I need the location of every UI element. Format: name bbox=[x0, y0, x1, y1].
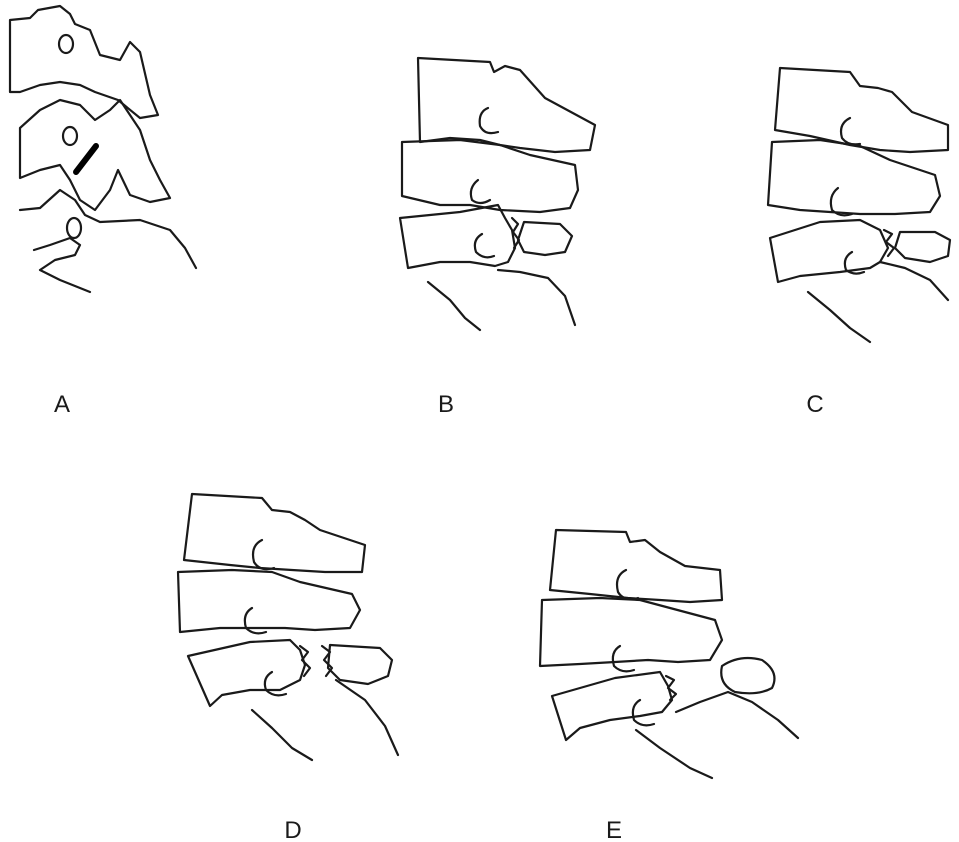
panel-b-spinous-3 bbox=[518, 222, 572, 255]
panel-b-sacrum bbox=[428, 270, 575, 330]
panel-c-drawing bbox=[768, 68, 950, 342]
panel-d-sacrum bbox=[252, 680, 398, 760]
panel-d-pars-defect bbox=[300, 646, 310, 676]
panel-e-facet-2 bbox=[613, 646, 634, 671]
panel-b-drawing bbox=[400, 58, 595, 330]
panel-d-vertebra-1 bbox=[184, 494, 365, 572]
panel-e-facet-1 bbox=[617, 570, 638, 599]
panel-d-spinous-3 bbox=[328, 645, 392, 684]
panel-b-vertebra-1 bbox=[418, 58, 595, 152]
panel-d-vertebra-2 bbox=[178, 570, 360, 632]
panel-a-vertebra-3 bbox=[20, 190, 196, 268]
panel-c-facet-2 bbox=[831, 188, 852, 215]
panel-a-foramen-3 bbox=[67, 218, 81, 238]
panel-d-facet-1 bbox=[253, 540, 274, 569]
panel-c-vertebra-1 bbox=[775, 68, 948, 152]
panel-a-pars-defect bbox=[76, 146, 96, 172]
panel-label-d: D bbox=[284, 817, 301, 842]
panel-e-spinous-3 bbox=[721, 658, 774, 693]
panel-a-vertebra-1 bbox=[10, 6, 158, 118]
panel-label-a: A bbox=[54, 391, 70, 418]
panel-b-vertebra-3 bbox=[400, 205, 515, 268]
panel-a-foramen-2 bbox=[63, 127, 77, 145]
panel-d-facet-3 bbox=[265, 672, 286, 695]
panel-e-sacrum bbox=[636, 692, 798, 778]
panel-b-facet-2 bbox=[471, 180, 490, 203]
panel-d-vertebra-3 bbox=[188, 640, 305, 706]
panel-a-drawing bbox=[10, 6, 196, 292]
panel-e-drawing bbox=[540, 530, 798, 778]
panel-label-b: B bbox=[438, 391, 454, 418]
panel-e-facet-3 bbox=[633, 700, 654, 725]
panel-c-spinous-3 bbox=[895, 232, 950, 262]
panel-b-pars-defect bbox=[512, 218, 519, 248]
panel-b-facet-1 bbox=[480, 108, 498, 133]
panel-label-e: E bbox=[606, 817, 622, 842]
panel-label-c: C bbox=[806, 391, 823, 418]
panel-e-vertebra-2 bbox=[540, 598, 722, 666]
panel-e-vertebra-3 bbox=[552, 672, 672, 740]
panel-d-drawing bbox=[178, 494, 398, 760]
panel-c-vertebra-3 bbox=[770, 220, 888, 282]
panel-d-facet-2 bbox=[245, 608, 266, 633]
panel-a-vertebra-3b bbox=[34, 238, 90, 292]
panel-a-foramen-1 bbox=[59, 35, 73, 53]
panel-c-facet-1 bbox=[841, 118, 860, 144]
panel-b-facet-3 bbox=[475, 234, 494, 257]
panel-e-vertebra-1 bbox=[550, 530, 722, 602]
